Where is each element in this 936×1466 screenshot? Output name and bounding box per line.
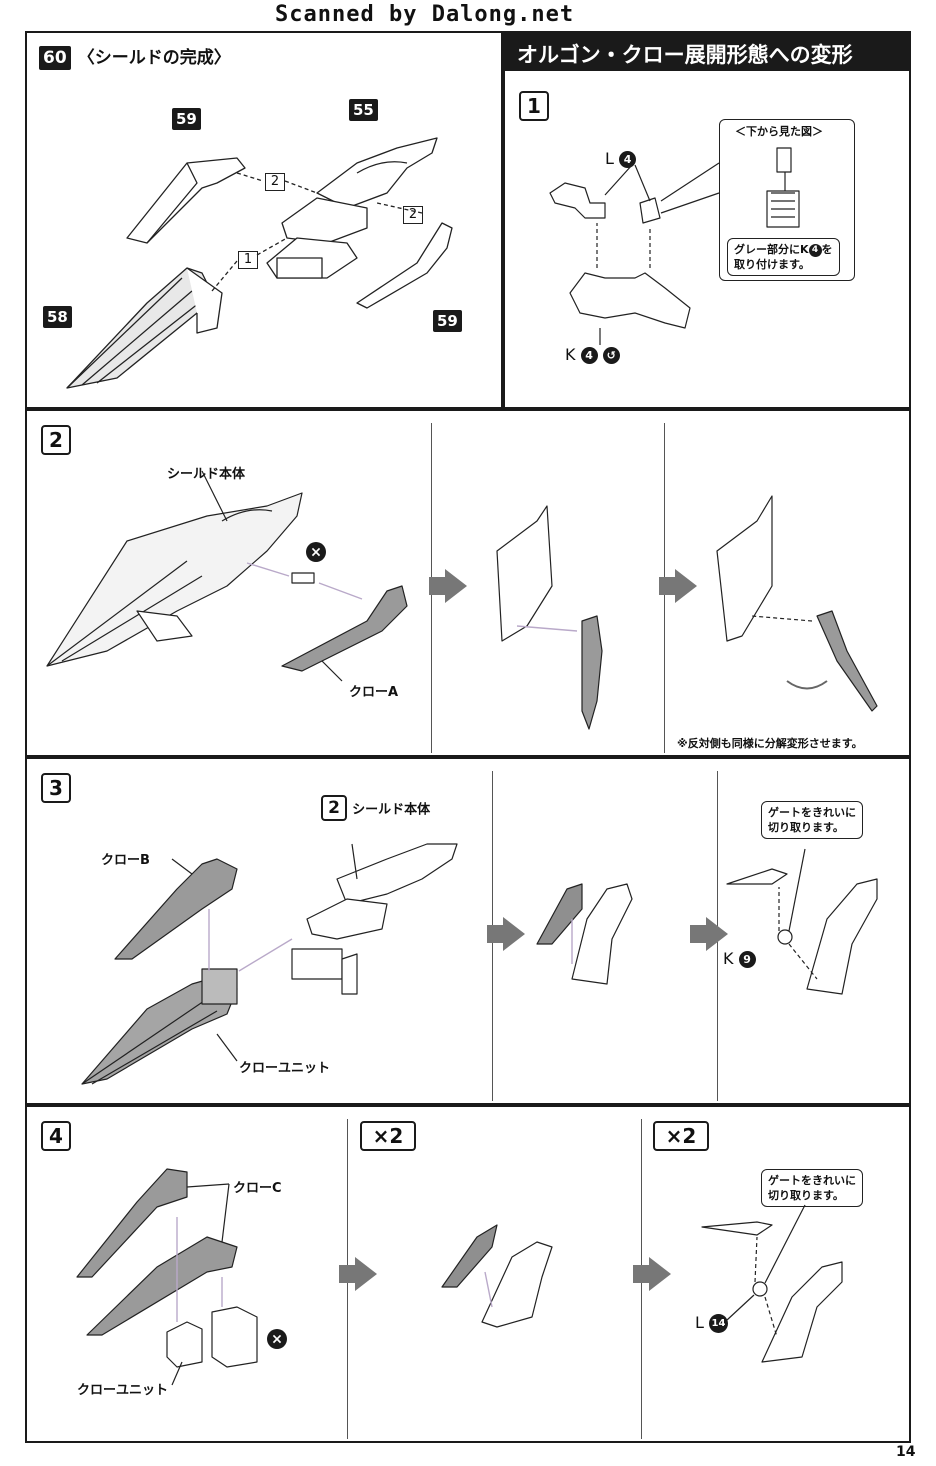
panel-section-60: 60 〈シールドの完成〉 59 55 58 59 2 1 2 bbox=[25, 31, 503, 409]
part-label-55: 55 bbox=[349, 99, 378, 121]
part-number-K9: 9 bbox=[738, 951, 756, 968]
order-marker-2-left: 2 bbox=[265, 173, 285, 191]
step-3-drawing bbox=[81, 843, 878, 1085]
step-4-drawing: × bbox=[76, 1168, 843, 1386]
step-2-next-arrow-1 bbox=[429, 569, 467, 603]
step-4-next-arrow-1 bbox=[339, 1257, 377, 1291]
step-1-label-L: L 4 bbox=[605, 149, 637, 168]
step-4-claw-c-label: クローC bbox=[233, 1181, 282, 1196]
letter-K: K bbox=[723, 949, 734, 968]
order-marker-1: 1 bbox=[238, 251, 258, 269]
step-4-gate-line-2: 切り取ります。 bbox=[768, 1189, 844, 1202]
step-3-ref-number: 2 bbox=[321, 795, 347, 821]
letter-L: L bbox=[695, 1313, 704, 1332]
letter-K: K bbox=[565, 345, 576, 364]
note-line-1-tail: を bbox=[821, 243, 833, 256]
shield-assembly-drawing bbox=[66, 137, 453, 389]
part-label-59-top: 59 bbox=[172, 108, 201, 130]
letter-L: L bbox=[605, 149, 614, 168]
step-3-gate-line-1: ゲートをきれいに bbox=[768, 806, 856, 819]
step-2-number: 2 bbox=[41, 425, 71, 455]
part-label-59-bottom: 59 bbox=[433, 310, 462, 332]
page-number: 14 bbox=[896, 1444, 916, 1460]
bottom-view-title: ＜下から見た図＞ bbox=[735, 125, 823, 138]
panel-step-1: オルゴン・クロー展開形態への変形 1 L 4 K 4 ↺ ＜下から見た図＞ グレ… bbox=[503, 31, 911, 409]
section-60-title: 〈シールドの完成〉 bbox=[77, 48, 231, 68]
rotate-arrow bbox=[786, 680, 828, 690]
step-2-shield-body-label: シールド本体 bbox=[167, 467, 246, 482]
step-2-footnote: ※反対側も同様に分解変形させます。 bbox=[677, 737, 863, 750]
step-4-repeat-marker-2: ×2 bbox=[653, 1121, 709, 1151]
step-3-gate-note: ゲートをきれいに 切り取ります。 bbox=[761, 801, 863, 839]
watermark: Scanned by Dalong.net bbox=[275, 2, 575, 27]
remove-mark-icon bbox=[306, 542, 326, 562]
note-line-2: 取り付けます。 bbox=[734, 258, 810, 271]
part-label-58: 58 bbox=[43, 306, 72, 328]
part-number-L4: 4 bbox=[619, 151, 637, 168]
step-3-claw-unit-label: クローユニット bbox=[239, 1061, 331, 1076]
section-60-number: 60 bbox=[39, 46, 71, 70]
step-3-shield-body-ref: 2 シールド本体 bbox=[321, 795, 430, 821]
step-3-next-arrow-1 bbox=[487, 917, 525, 951]
step-2-claw-a-label: クローA bbox=[349, 685, 399, 700]
step-3-claw-b-label: クローB bbox=[101, 853, 150, 868]
step-1-label-K: K 4 ↺ bbox=[565, 345, 620, 364]
svg-text:×: × bbox=[310, 545, 322, 561]
step-3-shield-body-label: シールド本体 bbox=[352, 802, 431, 818]
step-4-label-L14: L 14 bbox=[695, 1313, 729, 1333]
transform-title: オルゴン・クロー展開形態への変形 bbox=[517, 43, 853, 67]
section-60-header: 60 〈シールドの完成〉 bbox=[39, 43, 231, 70]
swap-icon: ↺ bbox=[602, 347, 620, 364]
step-1-drawing bbox=[549, 147, 800, 345]
step-1-number: 1 bbox=[519, 91, 549, 121]
step-4-gate-line-1: ゲートをきれいに bbox=[768, 1174, 856, 1187]
part-number-L14: 14 bbox=[709, 1314, 729, 1333]
remove-mark-icon bbox=[267, 1329, 287, 1349]
note-part-number: 4 bbox=[808, 243, 822, 257]
note-line-1: グレー部分にK bbox=[734, 243, 809, 256]
step-3-gate-line-2: 切り取ります。 bbox=[768, 821, 844, 834]
step-2-drawing: × bbox=[46, 470, 878, 730]
step-3-label-K9: K 9 bbox=[723, 949, 756, 968]
panel-step-2: 2 シールド本体 クローA ※反対側も同様に分解変形させます。 bbox=[25, 409, 911, 757]
part-number-K4: 4 bbox=[580, 347, 598, 364]
panel-step-4: 4 ×2 ×2 クローC クローユニット ゲートをきれいに 切り取ります。 L … bbox=[25, 1105, 911, 1443]
svg-text:×: × bbox=[271, 1332, 283, 1348]
step-4-claw-unit-label: クローユニット bbox=[77, 1383, 169, 1398]
transform-title-bar bbox=[505, 33, 909, 71]
step-4-gate-note: ゲートをきれいに 切り取ります。 bbox=[761, 1169, 863, 1207]
step-4-next-arrow-2 bbox=[633, 1257, 671, 1291]
step-3-number: 3 bbox=[41, 773, 71, 803]
panel-step-3: 3 2 シールド本体 クローB クローユニット ゲートをきれいに 切り取ります。… bbox=[25, 757, 911, 1105]
step-4-repeat-marker-1: ×2 bbox=[360, 1121, 416, 1151]
step-3-next-arrow-2 bbox=[690, 917, 728, 951]
step-2-next-arrow-2 bbox=[659, 569, 697, 603]
step-4-number: 4 bbox=[41, 1121, 71, 1151]
